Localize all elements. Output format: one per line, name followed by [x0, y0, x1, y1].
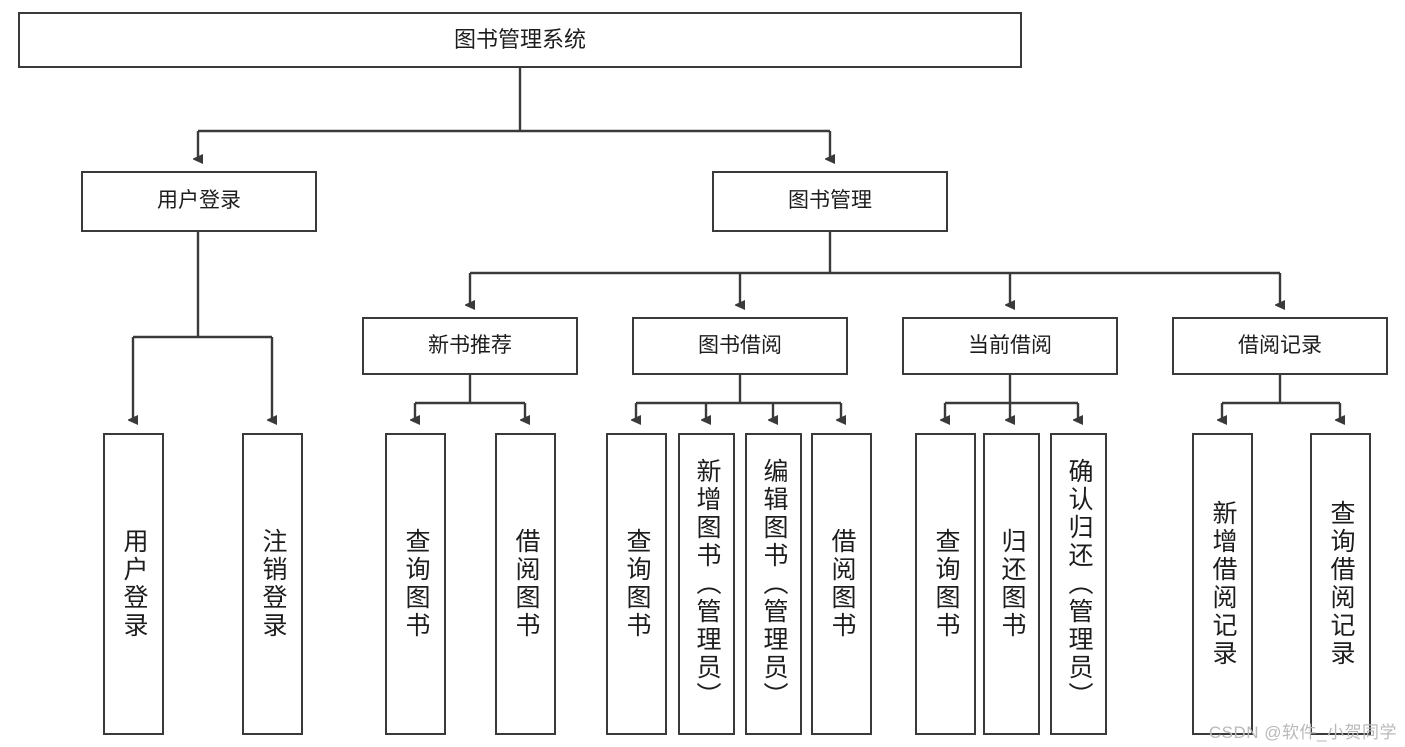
node-label: 确认归还（管理员）: [1065, 458, 1093, 710]
node-label: 用户登录: [120, 528, 148, 640]
leaf-borrow-record-query[interactable]: 查询借阅记录: [1310, 433, 1371, 735]
leaf-book-borrow-add[interactable]: 新增图书（管理员）: [678, 433, 735, 735]
node-label: 借阅记录: [1238, 333, 1322, 357]
node-borrow-record[interactable]: 借阅记录: [1172, 317, 1388, 375]
leaf-current-borrow-query[interactable]: 查询图书: [915, 433, 976, 735]
leaf-user-login-logout[interactable]: 注销登录: [242, 433, 303, 735]
node-label: 归还图书: [998, 528, 1026, 640]
leaf-book-borrow-edit[interactable]: 编辑图书（管理员）: [745, 433, 802, 735]
node-user-login[interactable]: 用户登录: [81, 171, 317, 232]
leaf-new-book-borrow[interactable]: 借阅图书: [495, 433, 556, 735]
node-label: 新书推荐: [428, 333, 512, 357]
node-label: 新增图书（管理员）: [693, 458, 721, 710]
node-new-book-recommend[interactable]: 新书推荐: [362, 317, 578, 375]
node-book-borrow[interactable]: 图书借阅: [632, 317, 848, 375]
node-label: 查询图书: [402, 528, 430, 640]
node-label: 查询借阅记录: [1327, 500, 1355, 668]
node-label: 当前借阅: [968, 333, 1052, 357]
leaf-book-borrow-query[interactable]: 查询图书: [606, 433, 667, 735]
node-label: 借阅图书: [828, 528, 856, 640]
node-label: 图书借阅: [698, 333, 782, 357]
node-book-management[interactable]: 图书管理: [712, 171, 948, 232]
leaf-current-borrow-confirm[interactable]: 确认归还（管理员）: [1050, 433, 1107, 735]
node-current-borrow[interactable]: 当前借阅: [902, 317, 1118, 375]
node-label: 图书管理: [788, 189, 872, 213]
leaf-current-borrow-return[interactable]: 归还图书: [983, 433, 1040, 735]
leaf-user-login-login[interactable]: 用户登录: [103, 433, 164, 735]
leaf-new-book-query[interactable]: 查询图书: [385, 433, 446, 735]
node-label: 查询图书: [623, 528, 651, 640]
node-label: 注销登录: [259, 528, 287, 640]
watermark-text: CSDN @软件_小贺同学: [1208, 723, 1397, 742]
node-label: 编辑图书（管理员）: [760, 458, 788, 710]
node-label: 借阅图书: [512, 528, 540, 640]
leaf-book-borrow-borrow[interactable]: 借阅图书: [811, 433, 872, 735]
node-label: 查询图书: [932, 528, 960, 640]
node-label: 新增借阅记录: [1209, 500, 1237, 668]
node-root-system[interactable]: 图书管理系统: [18, 12, 1022, 68]
node-label: 用户登录: [157, 189, 241, 213]
leaf-borrow-record-add[interactable]: 新增借阅记录: [1192, 433, 1253, 735]
node-label: 图书管理系统: [453, 27, 586, 53]
